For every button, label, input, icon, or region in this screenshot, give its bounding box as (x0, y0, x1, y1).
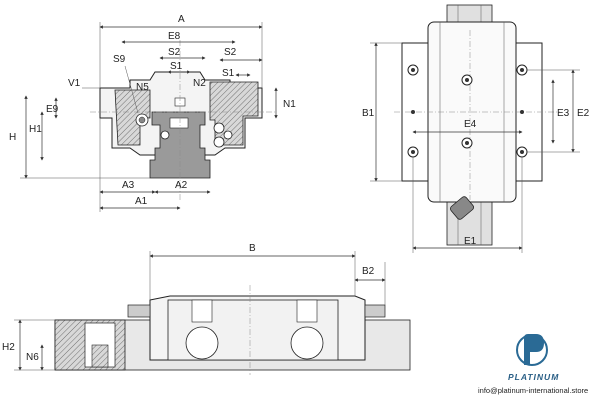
label-A1: A1 (135, 196, 148, 207)
top-view: B1 E4 E3 E2 E1 (362, 4, 590, 253)
label-S2-left: S2 (168, 47, 181, 58)
label-B1: B1 (362, 108, 375, 119)
rail-bolt-hole (91, 344, 109, 368)
label-H2: H2 (2, 342, 15, 353)
bolt-hole-center (465, 78, 469, 82)
logo-p-icon (524, 334, 544, 365)
label-S9: S9 (113, 54, 126, 65)
label-V1: V1 (68, 78, 81, 89)
label-E3: E3 (557, 108, 570, 119)
platinum-logo: PLATINUM info@platinum-international.sto… (478, 334, 588, 395)
bolt-hole-center (520, 150, 524, 154)
leader-S9 (124, 65, 139, 114)
ball-circle-right-3 (223, 130, 233, 140)
label-B2: B2 (362, 266, 375, 277)
end-seal-right (364, 304, 386, 318)
bolt-hole-center (520, 110, 524, 114)
label-N2: N2 (193, 78, 206, 89)
roller-right (290, 326, 324, 360)
bolt-hole-center (411, 150, 415, 154)
label-E9: E9 (46, 104, 59, 115)
label-A3: A3 (122, 180, 135, 191)
brand-name: PLATINUM (508, 372, 559, 382)
bolt-side-1 (191, 299, 213, 323)
label-N6: N6 (26, 352, 39, 363)
label-E1: E1 (464, 236, 477, 247)
front-view: A E8 S2 S1 S2 S1 S9 V1 N5 N2 N1 E9 H H1 … (9, 14, 296, 212)
bolt-hole-center (411, 110, 415, 114)
end-seal-left (127, 304, 151, 318)
ball-circle-center (160, 130, 170, 140)
ball-circle-right-2 (213, 136, 225, 148)
bolt-side-2 (296, 299, 318, 323)
label-H1: H1 (29, 124, 42, 135)
ball-circle-right-1 (213, 122, 225, 134)
bolt-hole-center (465, 141, 469, 145)
bolt-holes (407, 64, 528, 158)
contact-email: info@platinum-international.store (478, 386, 588, 395)
label-S1-left: S1 (170, 61, 183, 72)
label-E8: E8 (168, 31, 181, 42)
bolt-hole-center (520, 68, 524, 72)
grease-nipple (450, 196, 474, 220)
bolt-hole-center (411, 68, 415, 72)
roller-left (185, 326, 219, 360)
label-S2-right: S2 (224, 47, 237, 58)
label-H: H (9, 132, 16, 143)
label-E4: E4 (464, 119, 477, 130)
label-N5: N5 (136, 82, 149, 93)
section-hatch-right (209, 81, 259, 146)
label-A2: A2 (175, 180, 188, 191)
rail-slot (169, 117, 189, 129)
label-E2: E2 (577, 108, 590, 119)
label-A: A (178, 14, 185, 25)
label-B: B (249, 243, 256, 254)
ball-inner-left (138, 116, 146, 124)
side-view: B B2 H2 N6 (2, 243, 411, 375)
label-N1: N1 (283, 99, 296, 110)
label-S1-right: S1 (222, 68, 235, 79)
